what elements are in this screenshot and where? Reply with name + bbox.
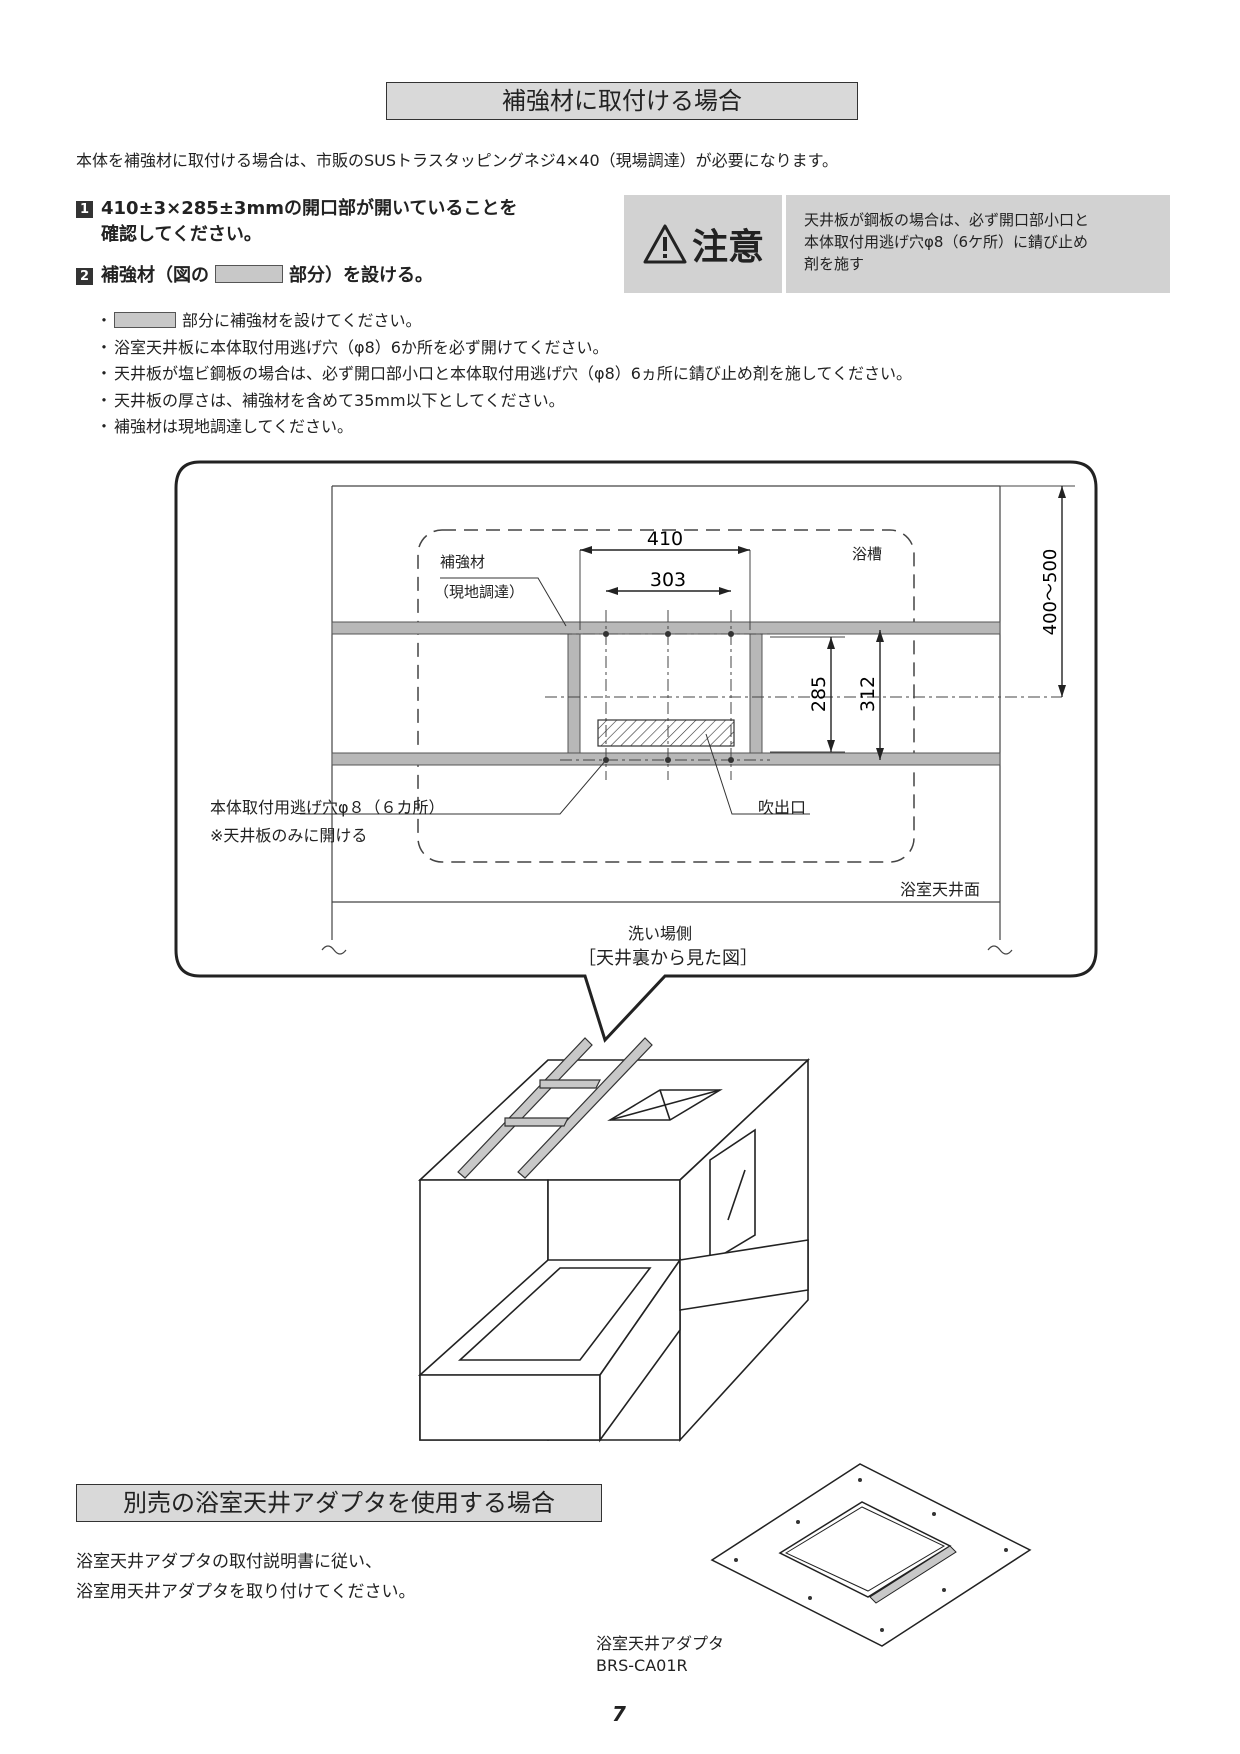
caution-line-1: 天井板が鋼板の場合は、必ず開口部小口と — [804, 211, 1090, 229]
dim-400-500-text: 400〜500 — [1040, 549, 1061, 636]
caution-line-2: 本体取付用逃げ穴φ8（6ケ所）に錆び止め — [804, 233, 1088, 251]
label-view-caption: ［天井裏から見た図］ — [578, 948, 758, 969]
adapter-model: BRS-CA01R — [596, 1656, 688, 1675]
speech-bubble — [174, 460, 1098, 1043]
caution-label-box: 注意 — [624, 195, 782, 293]
step-1: 1 410±3×285±3mmの開口部が開いていることを 確認してください。 — [76, 196, 517, 248]
adapter-instruction-line-1: 浴室天井アダプタの取付説明書に従い、 — [76, 1552, 382, 1572]
label-bathtub: 浴槽 — [852, 545, 883, 563]
list-item: 浴室天井板に本体取付用逃げ穴（φ8）6か所を必ず開けてください。 — [96, 335, 912, 362]
list-item: 補強材は現地調達してください。 — [96, 414, 912, 441]
label-mounting-holes: 本体取付用逃げ穴φ８（６カ所） — [210, 798, 445, 817]
list-item: 天井板が塩ビ鋼板の場合は、必ず開口部小口と本体取付用逃げ穴（φ8）6ヵ所に錆び止… — [96, 361, 912, 388]
step-2-pre: 補強材（図の — [101, 265, 209, 286]
reinforcement-swatch-small — [114, 312, 177, 328]
step-2-number: 2 — [76, 268, 93, 285]
list-item: 天井板の厚さは、補強材を含めて35mm以下としてください。 — [96, 388, 912, 415]
step-1-number: 1 — [76, 201, 93, 218]
isometric-room — [417, 1058, 811, 1443]
page-number: 7 — [612, 1702, 626, 1726]
step-1-line2: 確認してください。 — [101, 224, 262, 245]
caution-line-3: 剤を施す — [804, 255, 865, 273]
adapter-name: 浴室天井アダプタ — [596, 1634, 725, 1653]
caution-message: 天井板が鋼板の場合は、必ず開口部小口と 本体取付用逃げ穴φ8（6ケ所）に錆び止め… — [786, 195, 1170, 293]
dim-303-text: 303 — [650, 569, 686, 591]
label-ceiling-surface: 浴室天井面 — [900, 880, 981, 899]
reinforcement-swatch — [215, 265, 283, 283]
warning-triangle-icon — [643, 224, 687, 264]
outlet-hatch — [597, 719, 735, 747]
list-item: 部分に補強材を設けてください。 — [96, 308, 912, 335]
label-reinforcement: 補強材 — [440, 553, 486, 571]
list-item-text: 部分に補強材を設けてください。 — [182, 311, 422, 330]
step-2-post: 部分）を設ける。 — [289, 265, 433, 286]
isometric-beams — [457, 1037, 653, 1179]
caution-label: 注意 — [691, 227, 764, 268]
adapter-instruction-line-2: 浴室用天井アダプタを取り付けてください。 — [76, 1582, 416, 1602]
dim-410-text: 410 — [647, 528, 683, 550]
section-title-adapter: 別売の浴室天井アダプタを使用する場合 — [76, 1484, 602, 1522]
intro-text: 本体を補強材に取付ける場合は、市販のSUSトラスタッピングネジ4×40（現場調達… — [76, 151, 839, 170]
step-1-line1: 410±3×285±3mmの開口部が開いていることを — [101, 198, 518, 219]
instruction-list: 部分に補強材を設けてください。 浴室天井板に本体取付用逃げ穴（φ8）6か所を必ず… — [96, 308, 912, 441]
step-2: 2 補強材（図の 部分）を設ける。 — [76, 263, 433, 289]
label-washing-side: 洗い場側 — [628, 924, 693, 943]
dim-312-text: 312 — [857, 676, 879, 712]
label-outlet: 吹出口 — [758, 798, 807, 817]
label-local-procure: （現地調達） — [434, 583, 525, 601]
dim-285-text: 285 — [808, 676, 830, 712]
label-holes-note: ※天井板のみに開ける — [210, 826, 368, 845]
section-title-reinforcement: 補強材に取付ける場合 — [386, 82, 858, 120]
adapter-illustration — [710, 1463, 1032, 1647]
